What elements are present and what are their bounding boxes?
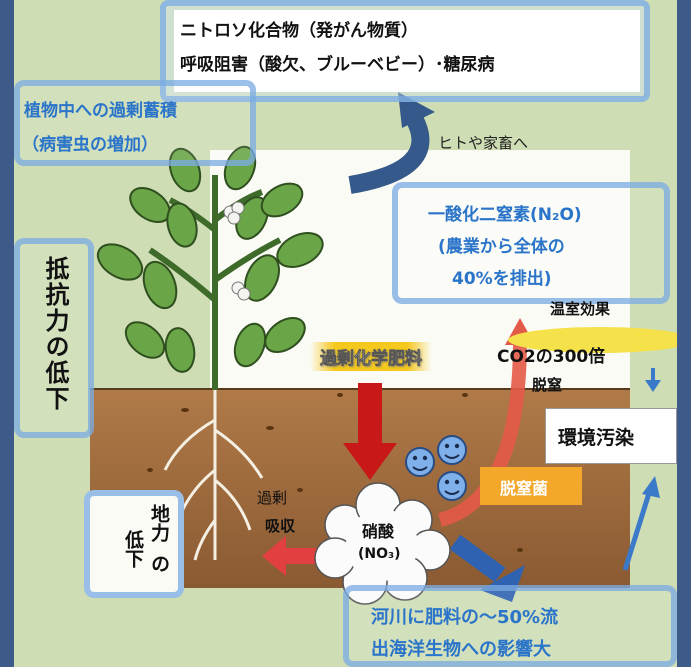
n2o-line1: 一酸化二窒素(N₂O) <box>428 205 582 225</box>
nitrate-line1: 硝酸 <box>362 522 395 541</box>
denitrification-arrow <box>438 339 527 527</box>
to-humans-label: ヒトや家畜へ <box>438 134 529 152</box>
excess-fertilizer-label: 過剰化学肥料 <box>310 342 432 371</box>
nitrate-cloud <box>314 482 451 605</box>
excess-absorb-line2: 吸収 <box>265 517 296 535</box>
nitrate-line2: (NO₃) <box>358 546 401 562</box>
health-effects-line1: ニトロソ化合物（発がん物質） <box>180 21 418 41</box>
accumulation-box: 植物中への過剰蓄積 （病害虫の増加） <box>14 80 256 166</box>
curved-arrow-to-top <box>348 115 430 194</box>
river-line1: 河川に肥料の～50%流 <box>371 607 559 628</box>
n2o-line3: 40%を排出) <box>452 269 552 289</box>
soil-decline-box: 地力 の 低下 <box>84 490 184 598</box>
soil-decline-col3: 低下 <box>122 530 144 568</box>
soil-decline-col2: の <box>148 554 170 573</box>
bacteria-label-box: 脱窒菌 <box>480 467 582 505</box>
accumulation-line1: 植物中への過剰蓄積 <box>24 101 177 121</box>
plant-leaves <box>96 145 324 373</box>
bacteria-label: 脱窒菌 <box>500 479 549 498</box>
n2o-line2: (農業から全体の <box>438 237 565 257</box>
plant-flowers <box>223 201 251 301</box>
bacteria-icons <box>405 435 467 501</box>
excess-absorb-line1: 過剰 <box>257 489 288 507</box>
resistance-label: 抵抗力の低下 <box>41 256 69 412</box>
co2-ratio-label: CO2の300倍 <box>497 347 606 367</box>
greenhouse-label: 温室効果 <box>550 300 611 318</box>
river-box: 河川に肥料の～50%流 出海洋生物への影響大 <box>343 585 677 667</box>
greenhouse-highlight <box>508 327 691 353</box>
denitrification-label: 脱窒 <box>532 376 563 394</box>
health-effects-line2: 呼吸阻害（酸欠、ブルーベビー）･糖尿病 <box>180 55 495 75</box>
plant-stem <box>148 175 282 390</box>
env-pollution-box: 環境汚染 <box>545 408 677 464</box>
river-line2: 出海洋生物への影響大 <box>371 639 551 660</box>
resistance-box: 抵抗力の低下 <box>14 238 94 438</box>
accumulation-line2: （病害虫の増加） <box>22 135 158 155</box>
soil-decline-col1: 地力 <box>148 504 170 542</box>
n2o-box: 一酸化二窒素(N₂O) (農業から全体の 40%を排出) <box>392 182 670 304</box>
env-pollution-label: 環境汚染 <box>558 427 635 449</box>
